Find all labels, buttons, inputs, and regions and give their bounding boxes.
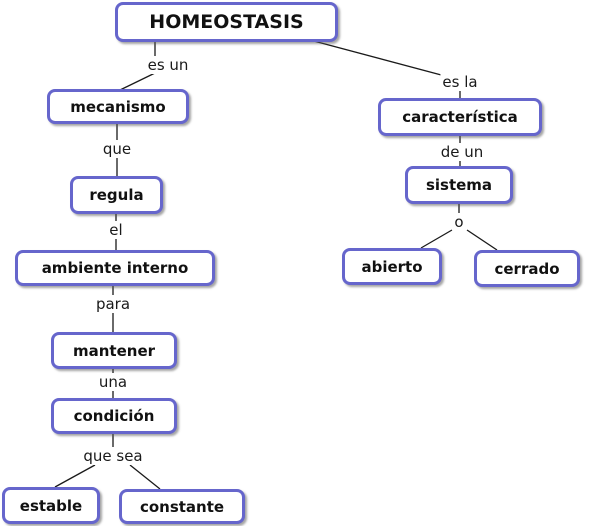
link-el: el <box>107 221 125 239</box>
link-o: o <box>452 213 466 231</box>
link-es-la: es la <box>440 73 480 91</box>
link-para: para <box>93 295 133 313</box>
node-condicion[interactable]: condición <box>51 398 177 434</box>
node-mecanismo[interactable]: mecanismo <box>47 89 189 124</box>
link-que: que <box>100 140 134 158</box>
link-una: una <box>96 373 130 391</box>
link-es-un: es un <box>145 56 191 74</box>
node-constante[interactable]: constante <box>119 489 245 524</box>
link-que-sea: que sea <box>81 447 145 465</box>
node-mantener[interactable]: mantener <box>51 332 177 369</box>
node-abierto[interactable]: abierto <box>342 248 442 285</box>
node-ambiente-interno[interactable]: ambiente interno <box>15 250 215 286</box>
link-de-un: de un <box>438 143 486 161</box>
node-sistema[interactable]: sistema <box>405 166 513 204</box>
node-caracteristica[interactable]: característica <box>378 98 542 136</box>
node-regula[interactable]: regula <box>70 176 163 214</box>
node-cerrado[interactable]: cerrado <box>474 250 580 287</box>
node-homeostasis[interactable]: HOMEOSTASIS <box>115 2 338 42</box>
node-estable[interactable]: estable <box>2 487 100 524</box>
